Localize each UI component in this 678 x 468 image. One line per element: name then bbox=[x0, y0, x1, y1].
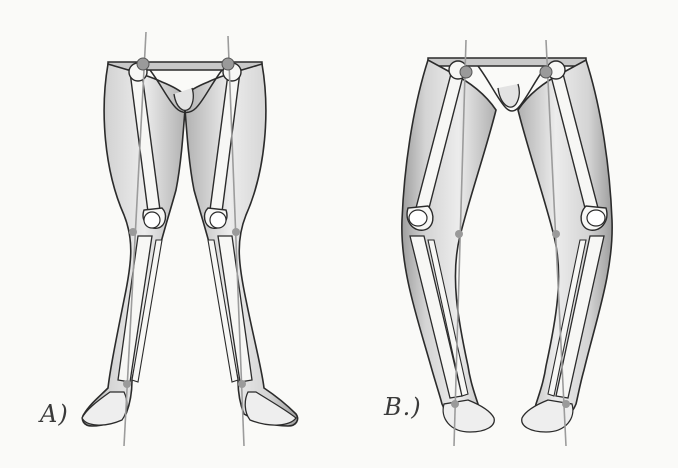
panel-a-legs bbox=[82, 32, 298, 446]
panel-b-left-foot bbox=[443, 400, 494, 432]
panel-b-right-ankle-marker bbox=[562, 400, 570, 408]
panel-b-label: B.) bbox=[384, 393, 422, 421]
panel-b-right-knee-marker bbox=[552, 230, 560, 238]
panel-a-left-ankle-marker bbox=[123, 380, 131, 388]
panel-b-left-hip-marker bbox=[460, 66, 472, 78]
panel-a-left-hip-marker bbox=[137, 58, 149, 70]
panel-a-left-knee-marker bbox=[129, 228, 137, 236]
panel-b-right-hip-marker bbox=[540, 66, 552, 78]
panel-b-legs bbox=[402, 40, 612, 446]
panel-a-right-hip-marker bbox=[222, 58, 234, 70]
panel-a-left-foot bbox=[82, 392, 127, 425]
panel-a-right-ankle-marker bbox=[238, 380, 246, 388]
panel-a-right-knee-marker bbox=[232, 228, 240, 236]
panel-b-left-knee-marker bbox=[455, 230, 463, 238]
panel-b-left-ankle-marker bbox=[451, 400, 459, 408]
panel-a-label: A) bbox=[40, 400, 69, 428]
